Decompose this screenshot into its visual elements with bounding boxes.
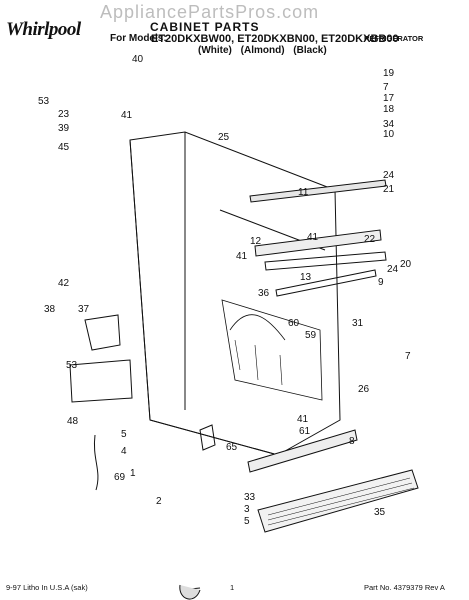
callout-label: 65 — [226, 442, 238, 453]
callout-label: 59 — [305, 330, 317, 341]
callout-label: 5 — [244, 516, 250, 527]
callout-label: 7 — [405, 351, 411, 362]
cabinet-outline — [69, 131, 419, 600]
callout-label: 11 — [298, 187, 309, 198]
callout-label: 39 — [58, 123, 70, 134]
callout-label: 53 — [38, 96, 50, 107]
callout-label: 4 — [121, 446, 127, 457]
model-colors: (White) (Almond) (Black) — [198, 45, 327, 56]
callout-label: 26 — [358, 384, 370, 395]
callout-label: 9 — [378, 277, 384, 288]
callout-label: 21 — [383, 184, 395, 195]
brand-logo: Whirlpool — [6, 19, 81, 40]
callout-label: 17 — [383, 93, 395, 104]
callout-label: 5 — [121, 429, 127, 440]
callout-label: 18 — [383, 104, 395, 115]
callout-label: 24 — [387, 264, 399, 275]
page-title: CABINET PARTS — [150, 20, 260, 34]
page-header: AppliancePartsPros.com Whirlpool CABINET… — [0, 0, 469, 62]
callout-label: 1 — [130, 468, 136, 479]
callout-label: 7 — [383, 82, 389, 93]
appliance-type: REFRIGERATOR — [364, 34, 424, 43]
callout-label: 38 — [44, 304, 56, 315]
callout-label: 69 — [114, 472, 126, 483]
callout-label: 10 — [383, 129, 395, 140]
callout-label: 3 — [244, 504, 250, 515]
watermark: AppliancePartsPros.com — [100, 2, 320, 22]
callout-label: 34 — [383, 119, 395, 130]
callout-label: 8 — [349, 436, 355, 447]
callout-label: 33 — [244, 492, 256, 503]
callout-label: 41 — [307, 232, 319, 243]
callout-label: 42 — [58, 278, 70, 289]
part-callouts: 40 53 23 39 41 45 25 19 7 17 18 34 10 11… — [38, 54, 412, 527]
callout-label: 2 — [156, 496, 162, 507]
callout-label: 25 — [218, 132, 230, 143]
callout-label: 36 — [258, 288, 270, 299]
callout-label: 37 — [78, 304, 90, 315]
callout-label: 13 — [300, 272, 312, 283]
callout-label: 35 — [374, 507, 386, 518]
callout-label: 19 — [383, 68, 395, 79]
callout-label: 23 — [58, 109, 70, 120]
callout-label: 60 — [288, 318, 300, 329]
callout-label: 48 — [67, 416, 79, 427]
footer-part-number: Part No. 4379379 Rev A — [364, 583, 445, 592]
callout-label: 40 — [132, 54, 144, 65]
footer-page-number: 1 — [230, 583, 235, 592]
callout-label: 41 — [297, 414, 309, 425]
callout-label: 12 — [250, 236, 262, 247]
for-models-label: For Models: — [110, 33, 167, 44]
callout-label: 61 — [299, 426, 311, 437]
callout-label: 41 — [121, 110, 133, 121]
callout-label: 24 — [383, 170, 395, 181]
model-numbers: ET20DKXBW00, ET20DKXBN00, ET20DKXBB00 — [151, 33, 399, 45]
callout-label: 41 — [236, 251, 248, 262]
callout-label: 53 — [66, 360, 78, 371]
callout-label: 20 — [400, 259, 412, 270]
callout-label: 45 — [58, 142, 70, 153]
callout-label: 22 — [364, 234, 376, 245]
callout-label: 31 — [352, 318, 364, 329]
footer-litho: 9-97 Litho In U.S.A (sak) — [6, 583, 88, 592]
